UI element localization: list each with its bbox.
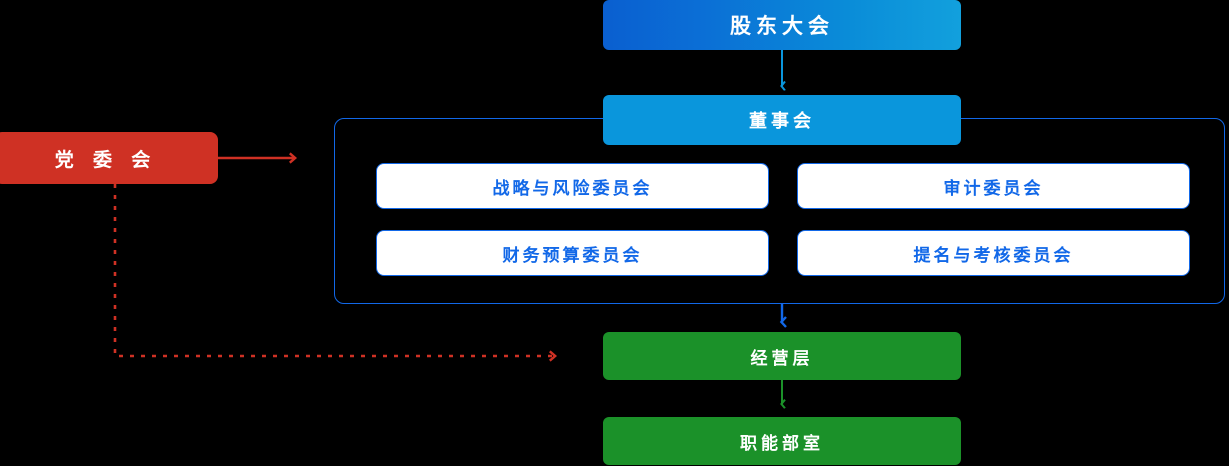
node-shareholders-meeting[interactable]: 股东大会 — [603, 0, 961, 50]
node-committee-strategy-risk[interactable]: 战略与风险委员会 — [376, 163, 769, 209]
node-board-of-directors[interactable]: 董事会 — [603, 95, 961, 145]
node-operations-layer[interactable]: 经营层 — [603, 332, 961, 380]
node-committee-finance-budget[interactable]: 财务预算委员会 — [376, 230, 769, 276]
committee-frame — [334, 118, 1225, 304]
node-functional-departments[interactable]: 职能部室 — [603, 417, 961, 465]
node-committee-nomination-assessment[interactable]: 提名与考核委员会 — [797, 230, 1190, 276]
node-committee-audit[interactable]: 审计委员会 — [797, 163, 1190, 209]
node-party-committee[interactable]: 党 委 会 — [0, 132, 218, 184]
